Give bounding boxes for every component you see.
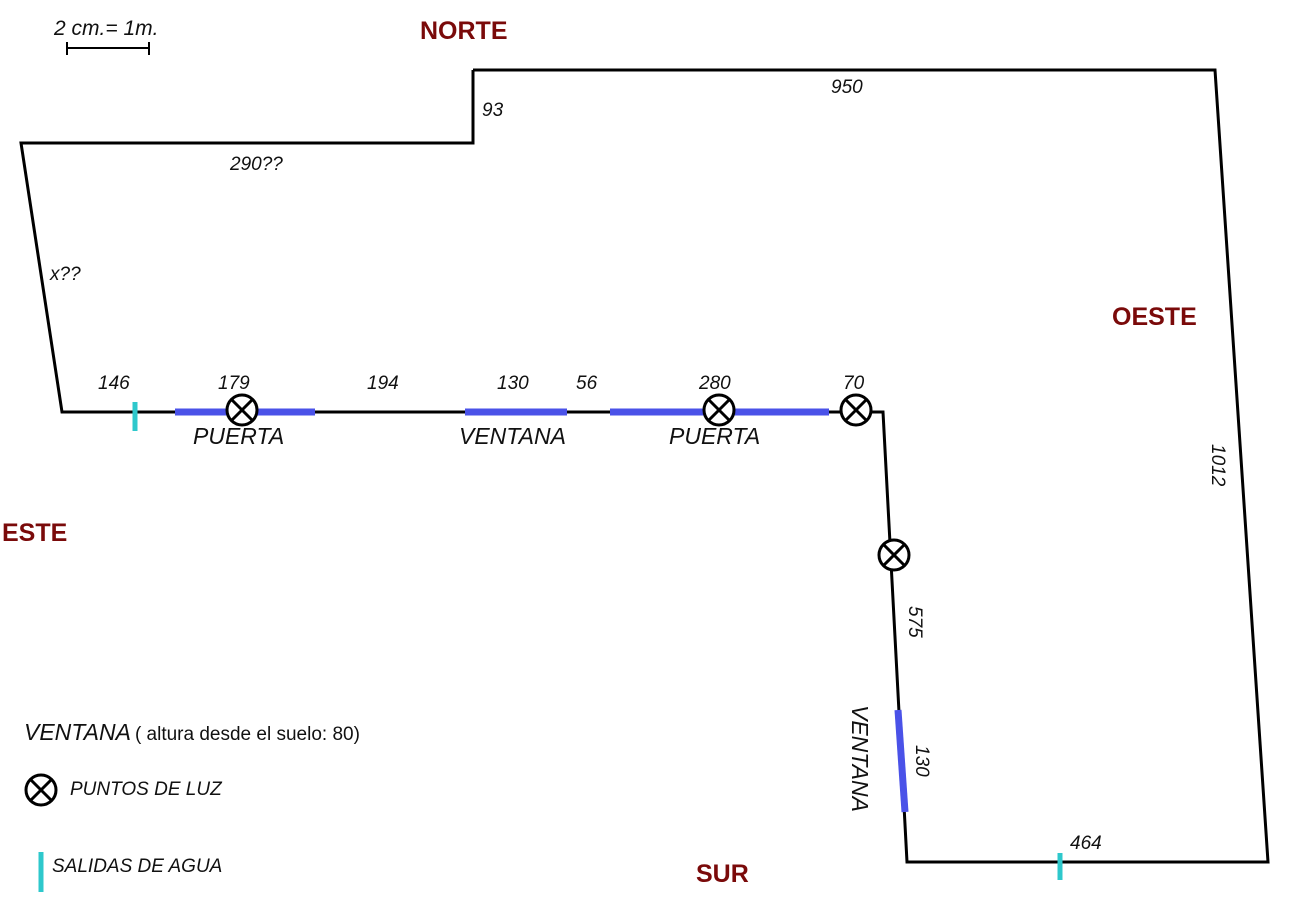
cardinal-south: SUR [696,860,749,888]
dim-seg-56: 56 [576,373,598,394]
dim-seg-70: 70 [843,373,865,394]
cardinal-west: OESTE [1112,303,1197,331]
cardinal-north: NORTE [420,17,508,45]
label-window-front: VENTANA [459,423,566,449]
scale-bar [66,42,150,55]
label-door-right: PUERTA [669,423,760,449]
window-side-opening [894,709,909,813]
dim-side-575: 575 [904,606,925,638]
light-point-icon [877,538,911,572]
dim-seg-194: 194 [367,373,399,394]
legend-lights-label: PUNTOS DE LUZ [70,779,223,800]
dim-seg-146: 146 [98,373,130,394]
wall-outline [19,68,1270,864]
scale-label: 2 cm.= 1m. [53,17,158,40]
cardinal-east: ESTE [2,519,67,547]
legend-window-term: VENTANA [24,719,131,745]
dim-seg-280: 280 [698,373,731,394]
legend-window: VENTANA( altura desde el suelo: 80) [24,719,360,745]
dim-bottom: 464 [1070,833,1102,854]
dim-left: x?? [49,264,81,285]
light-point-icon [225,393,259,427]
dim-seg-130-front: 130 [497,373,529,394]
dim-right: 1012 [1207,444,1228,487]
dim-side-130: 130 [911,745,932,777]
label-door-left: PUERTA [193,423,284,449]
dim-upper-left: 290?? [229,154,283,175]
legend-water-label: SALIDAS DE AGUA [52,856,222,877]
dim-top: 950 [831,77,863,98]
legend-light-icon [24,773,58,807]
light-point-icon [839,393,873,427]
label-window-side: VENTANA [847,705,873,812]
dim-step: 93 [482,100,504,121]
legend: VENTANA( altura desde el suelo: 80) PUNT… [24,719,360,892]
dim-seg-179: 179 [218,373,250,394]
light-point-icon [702,393,736,427]
legend-window-note: ( altura desde el suelo: 80) [135,724,360,745]
